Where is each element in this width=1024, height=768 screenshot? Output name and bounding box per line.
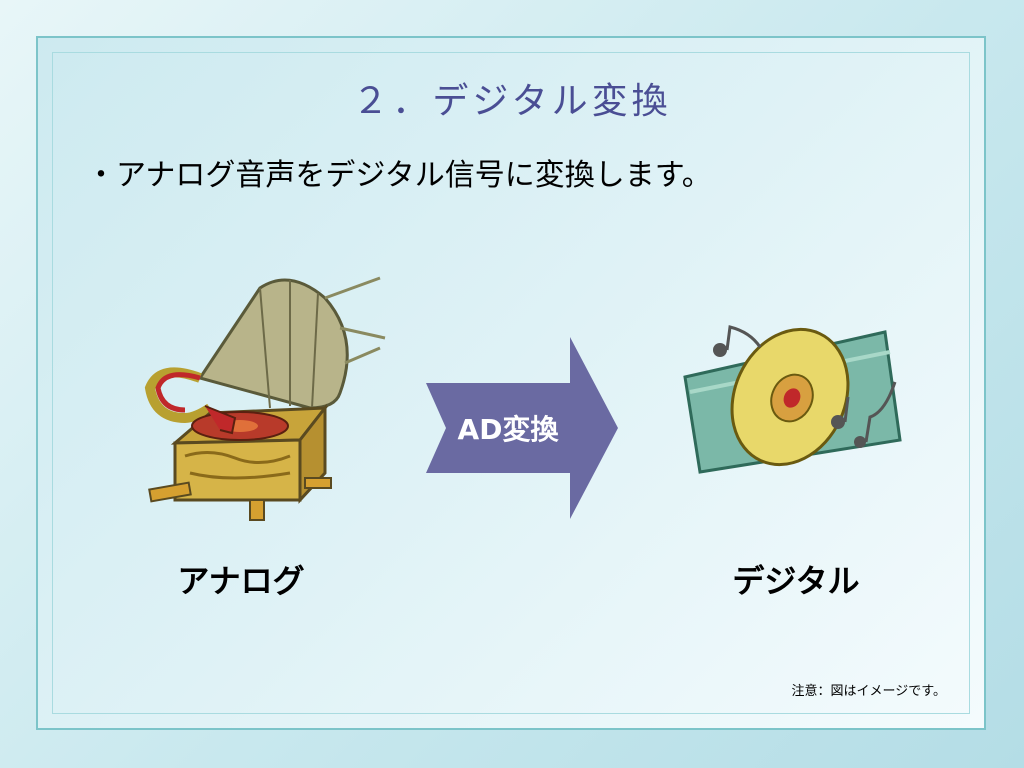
analog-label: アナログ	[177, 562, 305, 600]
digital-label: デジタル	[732, 562, 860, 600]
slide-title: ２．デジタル変換	[352, 81, 672, 122]
compact-disc-music-icon	[683, 325, 902, 474]
right-arrow-icon	[426, 337, 618, 519]
disclaimer-note: 注意：図はイメージです。	[791, 684, 946, 699]
ad-conversion-label: AD変換	[457, 413, 559, 446]
bullet-text: ・アナログ音声をデジタル信号に変換します。	[86, 158, 712, 193]
slide-inner-frame	[52, 52, 970, 714]
gramophone-icon	[144, 276, 386, 521]
